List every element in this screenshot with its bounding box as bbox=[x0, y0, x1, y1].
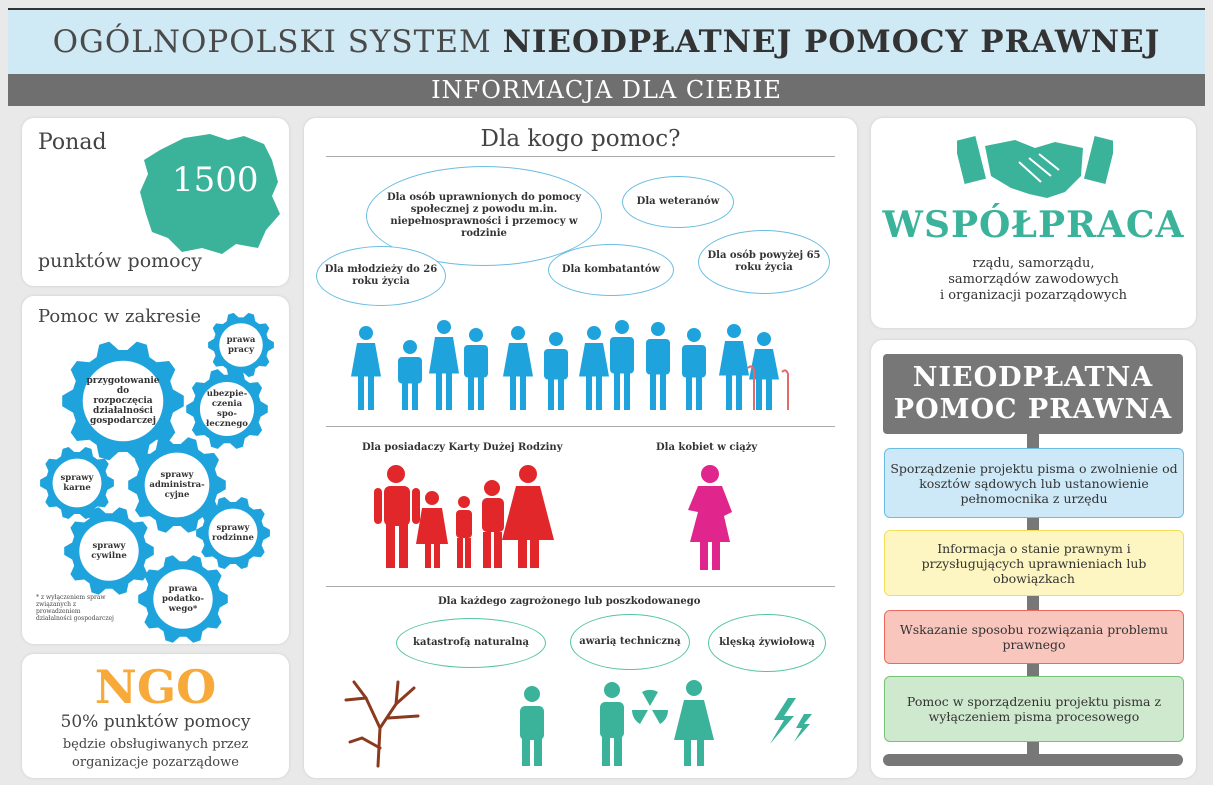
header: OGÓLNOPOLSKI SYSTEM NIEODPŁATNEJ POMOCY … bbox=[8, 8, 1205, 74]
bubble-natural: katastrofą naturalną bbox=[396, 618, 546, 668]
gear-label: sprawy administra-cyjne bbox=[149, 470, 205, 500]
gear-label: przygotowanie do rozpoczęcia działalnośc… bbox=[86, 376, 160, 426]
footnote: * z wyłączeniem spraw związanych z prowa… bbox=[36, 594, 114, 622]
ngo-title: NGO bbox=[94, 660, 217, 714]
who-card: Dla kogo pomoc? Dla osób uprawnionych do… bbox=[304, 118, 857, 778]
help-item-legal-info: Informacja o stanie prawnym i przysługuj… bbox=[884, 530, 1184, 596]
scope-gear: sprawy administra-cyjne bbox=[128, 436, 226, 534]
lightning-icon bbox=[770, 698, 812, 744]
bubble-disaster: klęską żywiołową bbox=[708, 614, 826, 672]
gear-icon bbox=[208, 312, 274, 378]
gear-icon bbox=[64, 507, 154, 595]
bubble-combatants: Dla kombatantów bbox=[548, 244, 674, 296]
pregnant-woman-icon bbox=[688, 465, 732, 570]
points-count: 1500 bbox=[172, 160, 259, 200]
worker-icon bbox=[600, 682, 624, 766]
pregnant-label: Dla kobiet w ciąży bbox=[656, 442, 758, 453]
gear-icon bbox=[62, 341, 184, 461]
scope-gear: sprawy karne bbox=[40, 446, 114, 520]
scope-title: Pomoc w zakresie bbox=[38, 306, 202, 327]
page-subtitle: INFORMACJA DLA CIEBIE bbox=[8, 74, 1205, 106]
gear-label: sprawy cywilne bbox=[91, 541, 127, 561]
gear-icon bbox=[196, 497, 270, 569]
bubble-veterans: Dla weteranów bbox=[622, 176, 734, 228]
gear-label: sprawy rodzinne bbox=[212, 523, 254, 543]
free-help-heading-line: NIEODPŁATNA bbox=[912, 362, 1154, 393]
woman-icon bbox=[351, 326, 381, 410]
woman-icon bbox=[579, 326, 609, 410]
divider bbox=[326, 426, 835, 427]
scope-card: Pomoc w zakresie prawa pracy przygotowani… bbox=[22, 296, 289, 644]
gear-label: ubezpie-czenia spo-łecznego bbox=[206, 389, 248, 429]
woman-icon bbox=[749, 332, 779, 410]
help-item-drafting: Pomoc w sporządzeniu projektu pisma z wy… bbox=[884, 676, 1184, 742]
bubble-youth: Dla młodzieży do 26 roku życia bbox=[316, 246, 446, 306]
ponad-label: Ponad bbox=[38, 130, 107, 155]
bubble-technical: awarią techniczną bbox=[570, 614, 690, 670]
free-legal-help-card: NIEODPŁATNA POMOC PRAWNA Sporządzenie pr… bbox=[871, 340, 1196, 778]
scope-gear: przygotowanie do rozpoczęcia działalnośc… bbox=[62, 340, 184, 462]
poland-map-icon bbox=[140, 134, 280, 254]
man-icon bbox=[610, 320, 634, 410]
woman-icon bbox=[429, 320, 459, 410]
gear-label: sprawy karne bbox=[60, 473, 94, 493]
ngo-desc-line: organizacje pozarządowe bbox=[72, 755, 239, 770]
ngo-desc-line: będzie obsługiwanych przez bbox=[62, 737, 249, 752]
woman-icon bbox=[719, 324, 749, 410]
free-help-heading: NIEODPŁATNA POMOC PRAWNA bbox=[883, 354, 1183, 434]
gear-label: prawa podatko-wego* bbox=[161, 584, 205, 614]
family-icon bbox=[374, 465, 554, 568]
signpost-base bbox=[883, 754, 1183, 766]
gear-icon bbox=[128, 437, 226, 533]
man-icon bbox=[544, 332, 568, 410]
scope-gear: sprawy rodzinne bbox=[196, 496, 270, 570]
gear-icon bbox=[138, 555, 228, 643]
page-title: OGÓLNOPOLSKI SYSTEM NIEODPŁATNEJ POMOCY … bbox=[52, 24, 1161, 60]
man-icon bbox=[520, 686, 544, 766]
man-icon bbox=[646, 322, 670, 410]
points-label: punktów pomocy bbox=[38, 250, 202, 272]
scope-gear: sprawy cywilne bbox=[64, 506, 154, 596]
help-item-solution: Wskazanie sposobu rozwiązania problemu p… bbox=[884, 610, 1184, 664]
handshake-icon bbox=[957, 135, 1113, 198]
threats-illustration bbox=[344, 680, 812, 768]
who-title: Dla kogo pomoc? bbox=[480, 126, 681, 152]
help-item-fee-exemption: Sporządzenie projektu pisma o zwolnienie… bbox=[884, 448, 1184, 518]
walking-cane-icon bbox=[747, 365, 789, 410]
cooperation-card: WSPÓŁPRACA rządu, samorządu, samorządów … bbox=[871, 118, 1196, 328]
woman-icon bbox=[674, 680, 714, 766]
ngo-desc: będzie obsługiwanych przez organizacje p… bbox=[22, 736, 289, 772]
ngo-percent: 50% punktów pomocy bbox=[60, 712, 251, 732]
divider bbox=[326, 156, 835, 157]
scope-gear: prawa pracy bbox=[208, 312, 274, 378]
divider bbox=[326, 586, 835, 587]
free-help-heading-line: POMOC PRAWNA bbox=[893, 394, 1173, 425]
bubble-seniors: Dla osób powyżej 65 roku życia bbox=[698, 230, 830, 294]
scope-gear: ubezpie-czenia spo-łecznego bbox=[186, 368, 268, 450]
gear-icon bbox=[186, 369, 268, 449]
points-card: Ponad 1500 punktów pomocy bbox=[22, 118, 289, 286]
people-row bbox=[351, 320, 789, 410]
cooperation-line: i organizacji pozarządowych bbox=[940, 288, 1127, 303]
family-label: Dla posiadaczy Karty Dużej Rodziny bbox=[362, 442, 563, 453]
cooperation-line: samorządów zawodowych bbox=[948, 272, 1119, 287]
man-icon bbox=[682, 328, 706, 410]
threat-label: Dla każdego zagrożonego lub poszkodowane… bbox=[438, 596, 701, 607]
cooperation-text: rządu, samorządu, samorządów zawodowych … bbox=[871, 256, 1196, 304]
woman-icon bbox=[503, 326, 533, 410]
gear-label: prawa pracy bbox=[226, 335, 256, 355]
dead-tree-icon bbox=[344, 680, 420, 768]
cooperation-title: WSPÓŁPRACA bbox=[882, 204, 1185, 246]
ngo-card: NGO 50% punktów pomocy będzie obsługiwan… bbox=[22, 654, 289, 778]
radiation-icon bbox=[631, 689, 669, 724]
man-icon bbox=[464, 328, 488, 410]
scope-gear: prawa podatko-wego* bbox=[138, 554, 228, 644]
cooperation-line: rządu, samorządu, bbox=[972, 256, 1095, 271]
man-icon bbox=[398, 340, 422, 410]
gear-icon bbox=[40, 447, 114, 519]
